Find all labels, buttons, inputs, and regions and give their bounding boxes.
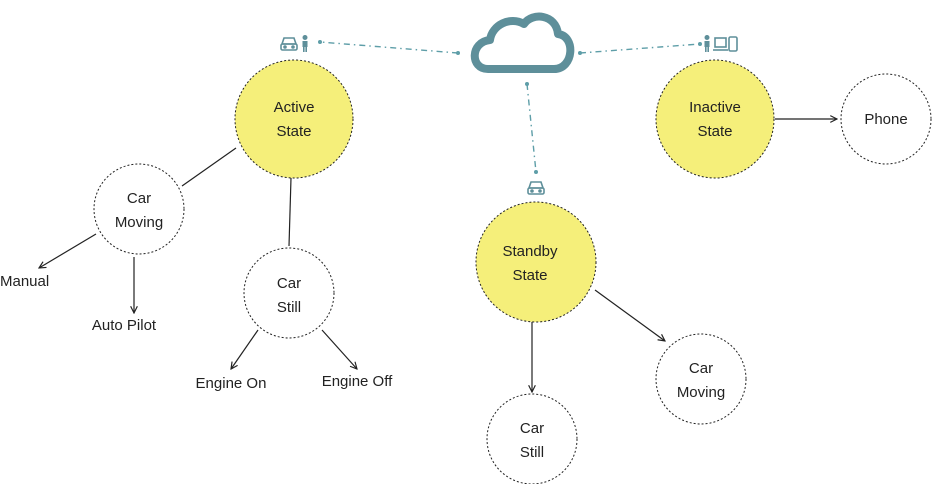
link-dot xyxy=(525,82,529,86)
active-label-line2: State xyxy=(276,123,311,140)
car-moving-left-line2: Moving xyxy=(115,214,163,231)
car-moving-right-line2: Moving xyxy=(677,384,725,401)
link-dot xyxy=(698,42,702,46)
node-car-still-bottom: Car Still xyxy=(486,393,578,484)
phone-label: Phone xyxy=(864,111,907,128)
standby-label-line1: Standby xyxy=(502,243,558,260)
link-cloud-standby xyxy=(526,83,537,173)
node-standby-state: Standby State xyxy=(475,201,597,323)
person-icon xyxy=(704,35,710,52)
link-endpoints xyxy=(318,40,702,174)
inactive-label-line1: Inactive xyxy=(689,99,741,116)
edge-active-carmoving xyxy=(181,147,237,187)
car-still-bottom-line1: Car xyxy=(520,420,544,437)
standby-label-line2: State xyxy=(512,267,547,284)
car-moving-right-line1: Car xyxy=(689,360,713,377)
node-active-state: Active State xyxy=(234,59,354,179)
link-cloud-inactive xyxy=(579,43,701,54)
node-inactive-state: Inactive State xyxy=(655,59,775,179)
phone-icon xyxy=(728,36,738,52)
node-car-moving-left: Car Moving xyxy=(93,163,185,255)
link-dot xyxy=(318,40,322,44)
link-dot xyxy=(578,51,582,55)
node-car-still-left: Car Still xyxy=(243,247,335,339)
car-still-left-line1: Car xyxy=(277,275,301,292)
car-icon xyxy=(527,181,545,195)
edge-carmoving-manual xyxy=(39,233,97,268)
edge-carstill-engineoff xyxy=(321,329,357,369)
cloud-links xyxy=(319,41,701,173)
leaf-engine-off: Engine Off xyxy=(322,373,393,390)
leaf-engine-on: Engine On xyxy=(196,375,267,392)
leaf-manual: Manual xyxy=(0,273,49,290)
leaf-autopilot: Auto Pilot xyxy=(92,317,157,334)
node-car-moving-right: Car Moving xyxy=(655,333,747,425)
person-icon xyxy=(302,35,308,52)
laptop-icon xyxy=(713,37,728,51)
edge-standby-carmoving xyxy=(594,289,665,341)
car-still-bottom-line2: Still xyxy=(520,444,544,461)
car-moving-left-line1: Car xyxy=(127,190,151,207)
node-phone: Phone xyxy=(840,73,932,165)
edge-active-carstill xyxy=(288,177,292,247)
link-dot xyxy=(534,170,538,174)
tree-edges xyxy=(39,119,837,392)
link-cloud-active xyxy=(319,41,459,54)
link-dot xyxy=(456,51,460,55)
car-still-left-line2: Still xyxy=(277,299,301,316)
edge-carstill-engineon xyxy=(231,329,259,369)
car-icon xyxy=(280,37,298,51)
active-label-line1: Active xyxy=(274,99,315,116)
inactive-label-line2: State xyxy=(697,123,732,140)
cloud-icon xyxy=(470,12,575,73)
